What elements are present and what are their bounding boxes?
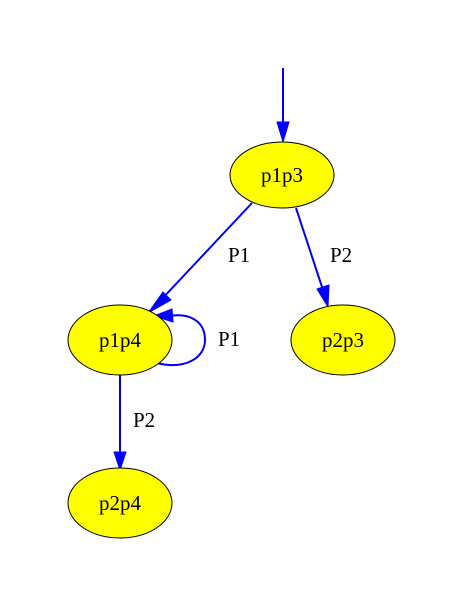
arrowhead-icon bbox=[316, 284, 330, 309]
node-p1p3[interactable]: p1p3 bbox=[229, 141, 335, 209]
edge-start-to-p1p3 bbox=[276, 68, 290, 144]
node-label: p1p4 bbox=[99, 328, 142, 352]
node-p1p4[interactable]: p1p4 bbox=[67, 304, 173, 376]
edge-p1p3-to-p2p3: P2 bbox=[295, 207, 352, 309]
node-ellipse bbox=[229, 141, 335, 209]
edge-line bbox=[159, 202, 253, 302]
node-label: p1p3 bbox=[261, 163, 303, 187]
node-label: p2p3 bbox=[322, 328, 364, 352]
arrowhead-icon bbox=[152, 308, 174, 323]
node-ellipse bbox=[67, 467, 173, 539]
edge-label: P2 bbox=[133, 408, 155, 432]
edge-line bbox=[295, 207, 324, 291]
node-label: p2p4 bbox=[99, 491, 142, 515]
edge-p1p4-to-p2p4: P2 bbox=[113, 375, 155, 472]
arrowhead-icon bbox=[113, 451, 127, 472]
edge-label: P1 bbox=[228, 243, 250, 267]
edge-label: P1 bbox=[218, 327, 240, 351]
edge-p1p3-to-p1p4: P1 bbox=[147, 202, 253, 314]
node-p2p4[interactable]: p2p4 bbox=[67, 467, 173, 539]
arrowhead-icon bbox=[276, 121, 290, 144]
node-p2p3[interactable]: p2p3 bbox=[290, 304, 396, 376]
arrowhead-icon bbox=[147, 291, 172, 314]
node-ellipse bbox=[67, 304, 173, 376]
edge-label: P2 bbox=[330, 243, 352, 267]
node-ellipse bbox=[290, 304, 396, 376]
edge-line bbox=[156, 314, 207, 366]
edge-p1p4-self-loop: P1 bbox=[152, 308, 240, 366]
